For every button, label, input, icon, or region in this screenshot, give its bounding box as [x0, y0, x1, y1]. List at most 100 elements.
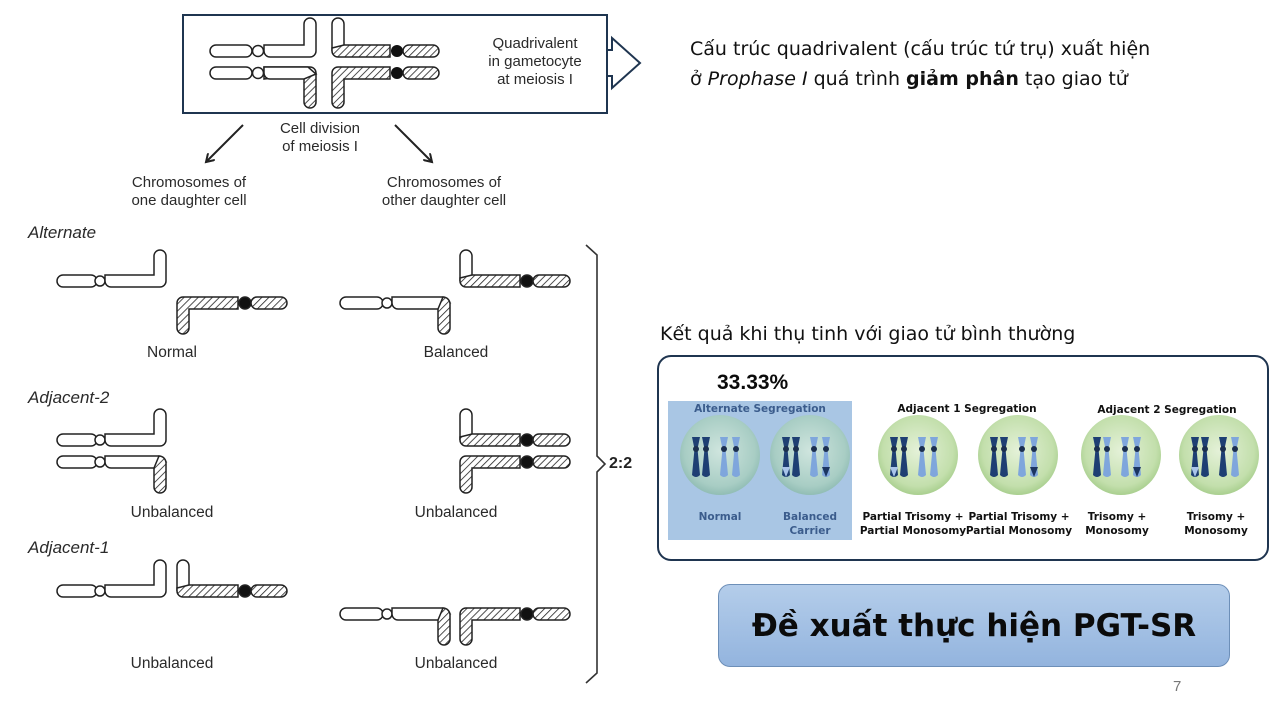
- cell-caption: Trisomy + Monosomy: [1184, 511, 1248, 537]
- row-label-adjacent-1: Adjacent-1: [28, 538, 110, 557]
- cell-caption: Partial Trisomy + Partial Monosomy: [859, 511, 967, 537]
- giam-phan-bold: giảm phân: [906, 68, 1019, 90]
- centromere-dot: [693, 446, 699, 452]
- translocated-segment: [1133, 467, 1141, 477]
- intro-line-1: Cấu trúc quadrivalent (cấu trúc tứ trụ) …: [690, 38, 1151, 60]
- page-number: 7: [1173, 678, 1182, 695]
- chromosome-hatched-l: [459, 455, 571, 494]
- chromosome-hatched-white-leg: [176, 559, 288, 598]
- centromere-dot: [1202, 446, 1208, 452]
- centromere-dot: [1001, 446, 1007, 452]
- translocated-segment: [1191, 467, 1199, 477]
- brace: [585, 244, 607, 684]
- label-line: Chromosomes of: [386, 174, 502, 191]
- cell-circle: [878, 415, 958, 495]
- centromere-dot: [919, 446, 925, 452]
- chromosome-glyph: [1103, 437, 1111, 477]
- arrow-right-daughter: [394, 124, 432, 162]
- label-line: Chromosomes of: [131, 174, 247, 191]
- chromosome-white-hatched-leg: [339, 607, 452, 646]
- chromosome-white-l: [56, 559, 167, 598]
- cell-circle: [1081, 415, 1161, 495]
- centromere-dot: [1192, 446, 1198, 452]
- group-title-alternate: Alternate Segregation: [694, 403, 826, 415]
- chromosome-glyph: [720, 437, 728, 477]
- centromere-dot: [823, 446, 829, 452]
- label-line: one daughter cell: [131, 192, 247, 209]
- centromere-dot: [1104, 446, 1110, 452]
- centromere-dot: [733, 446, 739, 452]
- centromere-dot: [1094, 446, 1100, 452]
- chromosome-glyph: [792, 437, 800, 477]
- chromosome-glyph: [702, 437, 710, 477]
- caption-unbalanced: Unbalanced: [130, 655, 214, 672]
- translocated-segment: [822, 467, 830, 477]
- results-heading: Kết quả khi thụ tinh với giao tử bình th…: [660, 323, 1076, 345]
- chromosome-glyph: [732, 437, 740, 477]
- cell-circle: [1179, 415, 1259, 495]
- label-line: in gametocyte: [488, 53, 582, 70]
- caption-unbalanced: Unbalanced: [414, 655, 498, 672]
- centromere-dot: [991, 446, 997, 452]
- chromosome-glyph: [1000, 437, 1008, 477]
- text-span: quá trình: [807, 68, 907, 90]
- centromere-dot: [901, 446, 907, 452]
- chromosome-glyph: [1231, 437, 1239, 477]
- cell-caption: Balanced Carrier: [782, 511, 838, 537]
- centromere-dot: [1122, 446, 1128, 452]
- label-line: of meiosis I: [282, 138, 358, 155]
- prophase-italic: Prophase I: [707, 68, 808, 90]
- caption-balanced: Balanced: [423, 344, 489, 361]
- cell-caption: Normal: [698, 511, 742, 523]
- chromosome-glyph: [1093, 437, 1101, 477]
- cell-illustrations: [680, 415, 1259, 495]
- cell-circle: [770, 415, 850, 495]
- translocated-segment: [782, 467, 790, 477]
- chromosome-glyph: [1018, 437, 1026, 477]
- cell-circle: [680, 415, 760, 495]
- pgt-sr-button[interactable]: Đề xuất thực hiện PGT-SR: [718, 584, 1230, 667]
- chromosome-glyph: [692, 437, 700, 477]
- chromosome-glyph: [1121, 437, 1129, 477]
- label-line: other daughter cell: [381, 192, 507, 209]
- chromosome-white-hatched-leg: [56, 455, 168, 494]
- chromosome-glyph: [918, 437, 926, 477]
- quadrivalent-label: Quadrivalent in gametocyte at meiosis I: [470, 35, 600, 89]
- centromere-dot: [783, 446, 789, 452]
- cell-caption: Trisomy + Monosomy: [1085, 511, 1149, 537]
- cell-circle: [978, 415, 1058, 495]
- text-span: ở: [690, 68, 708, 90]
- daughter-left-label: Chromosomes of one daughter cell: [104, 174, 274, 210]
- centromere-dot: [1031, 446, 1037, 452]
- centromere-dot: [1019, 446, 1025, 452]
- group-title-adjacent-1: Adjacent 1 Segregation: [897, 403, 1037, 415]
- arrow-left-daughter: [206, 124, 244, 162]
- translocated-segment: [1030, 467, 1038, 477]
- centromere-dot: [793, 446, 799, 452]
- caption-unbalanced: Unbalanced: [414, 504, 498, 521]
- centromere-dot: [931, 446, 937, 452]
- row-label-alternate: Alternate: [28, 223, 97, 242]
- chromosome-hatched-white-leg: [459, 249, 571, 288]
- cell-caption: Partial Trisomy + Partial Monosomy: [965, 511, 1073, 537]
- chromosome-white-hatched-leg: [339, 296, 452, 335]
- label-line: Cell division: [279, 120, 361, 137]
- daughter-right-label: Chromosomes of other daughter cell: [359, 174, 529, 210]
- text-span: tạo giao tử: [1018, 68, 1128, 90]
- cell-division-label: Cell division of meiosis I: [255, 120, 385, 156]
- chromosome-glyph: [990, 437, 998, 477]
- centromere-dot: [811, 446, 817, 452]
- chromosome-glyph: [930, 437, 938, 477]
- chromosome-segment: [263, 17, 317, 58]
- label-line: Quadrivalent: [492, 35, 578, 52]
- centromere-dot: [721, 446, 727, 452]
- chromosome-white-l: [56, 408, 167, 447]
- chromosome-glyph: [1201, 437, 1209, 477]
- centromere-dot: [1134, 446, 1140, 452]
- chromosome-glyph: [810, 437, 818, 477]
- caption-normal: Normal: [147, 344, 197, 361]
- label-line: at meiosis I: [497, 71, 573, 88]
- ratio-label: 2:2: [609, 455, 633, 472]
- chromosome-hatched-l: [459, 607, 571, 646]
- chromosome-white-l: [56, 249, 167, 288]
